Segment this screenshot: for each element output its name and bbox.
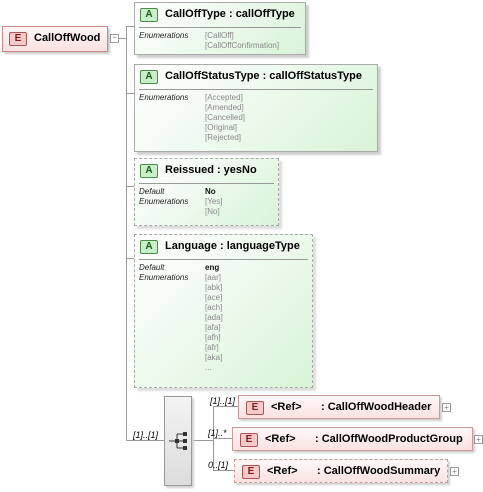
sequence-cardinality: [1]..[1]	[133, 430, 159, 440]
ref-element-name: : CallOffWoodProductGroup	[315, 433, 463, 445]
expand-icon[interactable]: +	[450, 467, 459, 476]
enumeration-values: [Accepted] [Amended] [Cancelled] [Origin…	[205, 93, 246, 142]
attribute-badge-icon: A	[140, 70, 158, 84]
collapse-icon[interactable]: −	[110, 34, 119, 43]
element-badge-icon: E	[246, 401, 264, 415]
ref-label: <Ref>	[265, 433, 296, 445]
attribute-title: Reissued : yesNo	[165, 164, 257, 176]
attribute-branch	[126, 258, 135, 259]
attribute-title: Language : languageType	[165, 240, 300, 252]
attribute-box[interactable]: A Reissued : yesNo Default No Enumeratio…	[134, 158, 279, 226]
enumeration-values: [Yes] [No]	[205, 197, 223, 216]
enumerations-label: Enumerations	[139, 273, 189, 282]
enumeration-values: [aar] [abk] [ace] [ach] [ada] [afa] [afh…	[205, 273, 223, 372]
default-label: Default	[139, 263, 165, 272]
child-cardinality: [1]..[1]	[210, 396, 236, 406]
child-connector	[192, 440, 213, 441]
attribute-box[interactable]: A Language : languageType Default eng En…	[134, 234, 313, 388]
child-branch	[213, 438, 232, 439]
ref-label: <Ref>	[267, 465, 298, 477]
child-cardinality: [1]..*	[208, 428, 227, 438]
ref-element[interactable]: E <Ref> : CallOffWoodHeader	[238, 395, 440, 419]
attribute-branch	[126, 26, 135, 27]
ref-label: <Ref>	[271, 401, 302, 413]
attribute-badge-icon: A	[140, 8, 158, 22]
attribute-badge-icon: A	[140, 164, 158, 178]
child-branch	[213, 470, 234, 471]
attribute-title: CallOffType : callOffType	[165, 8, 295, 20]
default-value: No	[205, 187, 216, 196]
ref-element[interactable]: E <Ref> : CallOffWoodProductGroup	[232, 427, 473, 451]
sequence-connector	[126, 440, 164, 441]
divider	[139, 89, 373, 90]
root-connector	[118, 38, 126, 39]
child-cardinality: 0..[1]	[208, 460, 229, 470]
ref-element-name: : CallOffWoodSummary	[317, 465, 441, 477]
attribute-title: CallOffStatusType : callOffStatusType	[165, 70, 363, 82]
attribute-box[interactable]: A CallOffType : callOffType Enumerations…	[134, 2, 306, 55]
divider	[139, 259, 308, 260]
attribute-branch	[126, 93, 135, 94]
divider	[139, 27, 301, 28]
divider	[139, 183, 274, 184]
expand-icon[interactable]: +	[442, 403, 451, 412]
enumerations-label: Enumerations	[139, 31, 189, 40]
expand-icon[interactable]: +	[474, 435, 483, 444]
attribute-badge-icon: A	[140, 240, 158, 254]
enumeration-values: [CallOff] [CallOffConfirmation]	[205, 31, 280, 50]
root-element[interactable]: E CallOffWood	[2, 26, 108, 52]
attribute-trunk	[126, 26, 127, 440]
default-label: Default	[139, 187, 165, 196]
attribute-branch	[126, 186, 135, 187]
element-badge-icon: E	[242, 465, 260, 479]
sequence-compositor[interactable]	[164, 396, 192, 486]
child-branch	[213, 406, 238, 407]
root-element-name: CallOffWood	[34, 32, 101, 44]
default-value: eng	[205, 263, 220, 272]
sequence-icon	[169, 432, 187, 450]
element-badge-icon: E	[9, 32, 27, 46]
enumerations-label: Enumerations	[139, 93, 189, 102]
enumerations-label: Enumerations	[139, 197, 189, 206]
attribute-box[interactable]: A CallOffStatusType : callOffStatusType …	[134, 64, 378, 152]
ref-element-name: : CallOffWoodHeader	[321, 401, 432, 413]
ref-element[interactable]: E <Ref> : CallOffWoodSummary	[234, 459, 448, 483]
element-badge-icon: E	[240, 433, 258, 447]
